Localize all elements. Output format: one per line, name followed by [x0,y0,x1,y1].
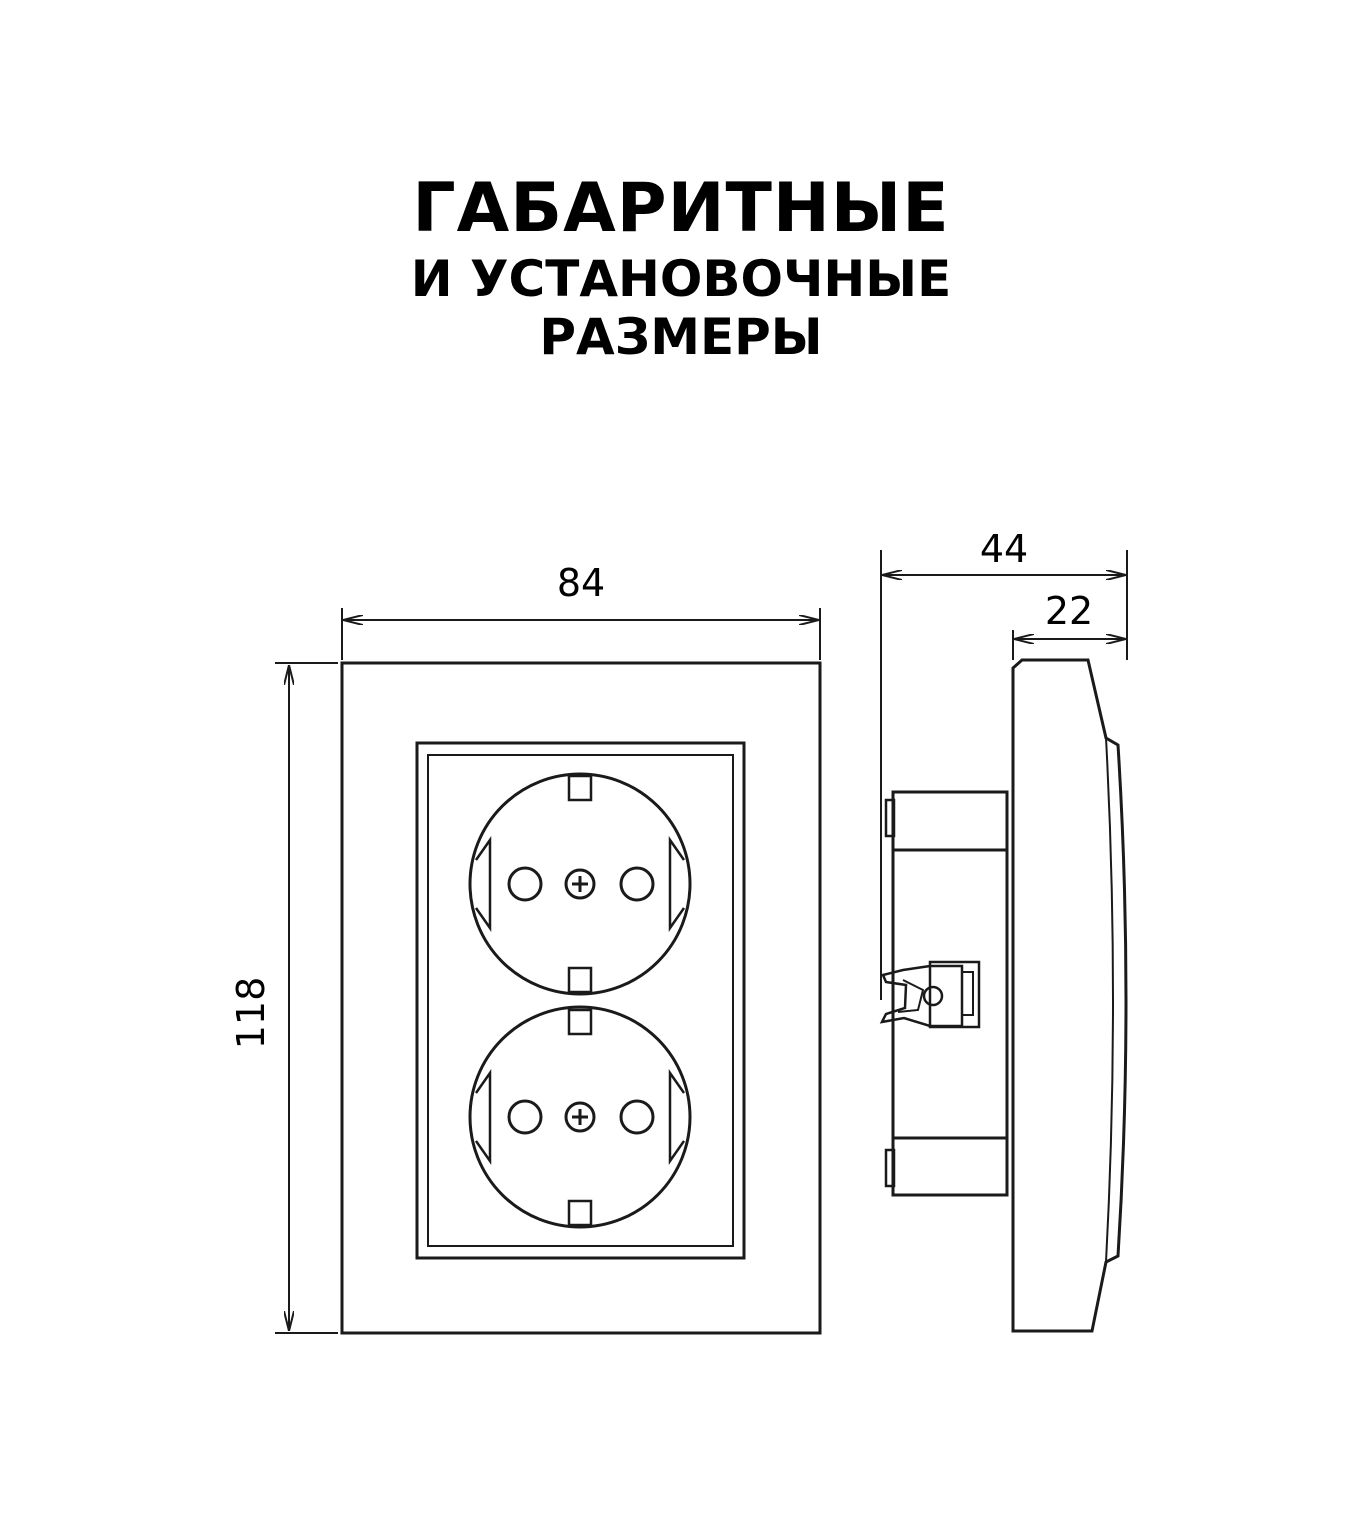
socket-bottom-clip-left [474,1069,492,1165]
side-view [879,658,1128,1333]
socket-bottom-notch-top [567,1008,593,1036]
side-claw-block [928,960,981,1029]
socket-bottom-pin-hole-left [507,1099,543,1135]
socket-top-pin-hole-left [507,866,543,902]
title-block: ГАБАРИТНЫЕ И УСТАНОВОЧНЫЕ РАЗМЕРЫ [0,168,1362,366]
depth-front-label: 22 [1045,589,1093,633]
title-line-3: РАЗМЕРЫ [539,308,823,366]
dimension-depth-total [880,550,1128,1000]
height-label: 118 [229,977,273,1050]
inner-frame-inner [427,754,734,1247]
socket-top-notch-bottom [567,966,593,994]
side-claw-lever [897,979,925,1013]
socket-bottom-screw-icon [564,1101,596,1133]
side-tab-top [884,798,896,838]
dimension-depth-front [1012,630,1125,660]
front-view [340,661,822,1335]
socket-bottom-pin-hole-right [619,1099,655,1135]
side-claw-slot [961,971,974,1016]
socket-top-clip-right [668,836,686,932]
outer-frame [340,661,822,1335]
side-mounting-body [891,790,1009,1197]
title-line-2: И УСТАНОВОЧНЫЕ [410,250,952,308]
side-tab-bottom [884,1148,896,1188]
socket-top [468,772,692,996]
inner-frame-outer [415,741,746,1260]
socket-top-screw-cross [572,876,588,892]
title-line-1: ГАБАРИТНЫЕ [412,169,950,248]
socket-top-clip-left [474,836,492,932]
socket-top-rim [468,772,692,996]
side-cover-bevel [1105,737,1114,1263]
socket-top-screw-icon [564,868,596,900]
dimension-width [341,608,821,660]
width-label: 84 [557,561,605,605]
socket-bottom [468,1005,692,1229]
socket-bottom-clip-right [668,1069,686,1165]
socket-bottom-notch-bottom [567,1199,593,1227]
depth-total-label: 44 [980,527,1028,571]
side-cover-profile [1011,658,1128,1333]
socket-bottom-rim [468,1005,692,1229]
socket-top-notch-top [567,774,593,802]
socket-bottom-screw-cross [572,1109,588,1125]
side-claw [879,960,981,1029]
side-claw-screw [922,985,944,1007]
dimension-height [275,662,338,1334]
socket-top-pin-hole-right [619,866,655,902]
